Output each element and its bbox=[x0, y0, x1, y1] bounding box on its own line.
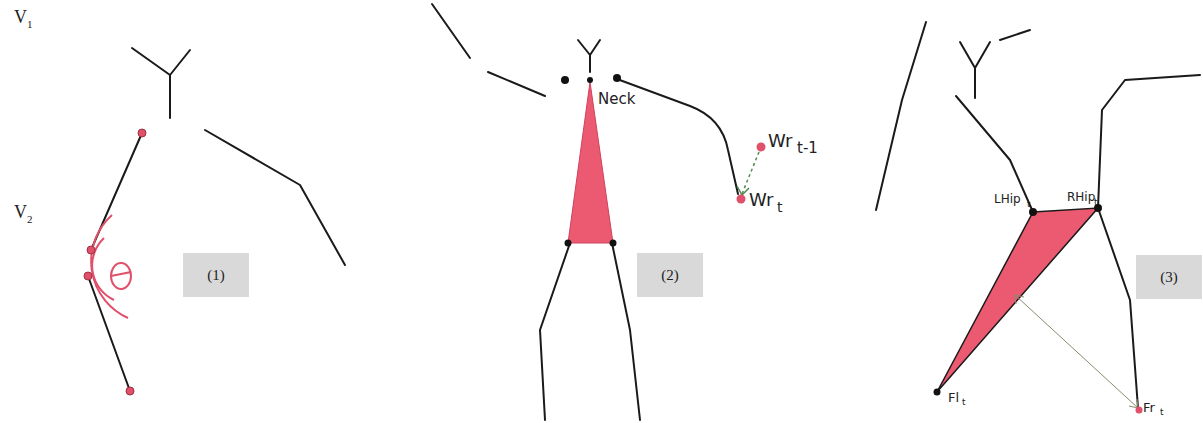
panel-number-box: (2) bbox=[637, 253, 703, 297]
joint-label: LHip bbox=[994, 193, 1021, 205]
panel-number-box: (1) bbox=[183, 253, 249, 297]
joint-dot bbox=[561, 76, 569, 84]
joint-label: Fr bbox=[1143, 401, 1155, 414]
right-arm-stroke bbox=[1098, 75, 1200, 208]
joint-label: t-1 bbox=[797, 141, 818, 156]
torso-stroke bbox=[956, 96, 1033, 212]
subscript-label: t bbox=[1160, 408, 1164, 417]
shoulder-stroke bbox=[1000, 30, 1030, 40]
subscript-label: t bbox=[1027, 200, 1031, 209]
panel-number-box: (3) bbox=[1136, 255, 1202, 299]
joint-dot bbox=[84, 272, 92, 280]
joint-label: V bbox=[14, 8, 27, 26]
panel-number: (1) bbox=[207, 267, 225, 284]
joint-dot bbox=[587, 77, 593, 83]
joint-dot bbox=[87, 246, 95, 254]
angle-arc bbox=[92, 238, 114, 300]
joint-label: V bbox=[14, 203, 27, 221]
right-leg-stroke bbox=[1098, 208, 1138, 408]
arrow-head bbox=[1129, 399, 1138, 408]
joint-dot bbox=[757, 143, 766, 152]
head-stroke bbox=[960, 42, 990, 98]
left-leg-stroke bbox=[540, 243, 570, 420]
theta-bar bbox=[111, 272, 131, 276]
angle-arc bbox=[91, 215, 128, 318]
joint-dot bbox=[934, 389, 941, 396]
joint-dot bbox=[1136, 407, 1143, 414]
arrow-head bbox=[1015, 295, 1024, 304]
right-leg-stroke bbox=[612, 243, 640, 420]
head-stroke bbox=[132, 48, 190, 118]
joint-dot bbox=[126, 387, 134, 395]
subscript-label: t bbox=[1094, 198, 1098, 207]
joint-dot bbox=[610, 240, 617, 247]
arm-stroke bbox=[432, 4, 470, 58]
joint-label: RHip bbox=[1067, 191, 1095, 203]
motion-arrow bbox=[742, 152, 759, 194]
panel-number: (2) bbox=[661, 267, 679, 284]
theta-symbol bbox=[111, 263, 131, 289]
joint-dot bbox=[138, 129, 146, 137]
joint-label: Neck bbox=[598, 92, 635, 107]
panel-number: (3) bbox=[1160, 269, 1178, 286]
subscript-label: 2 bbox=[27, 214, 33, 225]
head-stroke bbox=[578, 40, 600, 72]
joint-label: Wr bbox=[749, 191, 773, 209]
subscript-label: 1 bbox=[27, 19, 33, 30]
joint-label: Fl bbox=[948, 391, 959, 404]
joint-label: t bbox=[777, 200, 783, 214]
joint-dot bbox=[1029, 208, 1037, 216]
joint-label: Wr bbox=[768, 132, 792, 150]
hip-foot-triangle bbox=[937, 208, 1098, 392]
joint-dot bbox=[613, 74, 621, 82]
arm-stroke bbox=[488, 72, 545, 96]
forearm-stroke bbox=[88, 276, 130, 391]
distance-line bbox=[1015, 295, 1138, 408]
subscript-label: t bbox=[962, 398, 966, 407]
right-arm-stroke bbox=[205, 130, 345, 265]
arrow-head bbox=[737, 186, 749, 195]
left-arm-stroke bbox=[876, 22, 926, 210]
joint-dot bbox=[737, 195, 746, 204]
joint-dot bbox=[565, 240, 572, 247]
